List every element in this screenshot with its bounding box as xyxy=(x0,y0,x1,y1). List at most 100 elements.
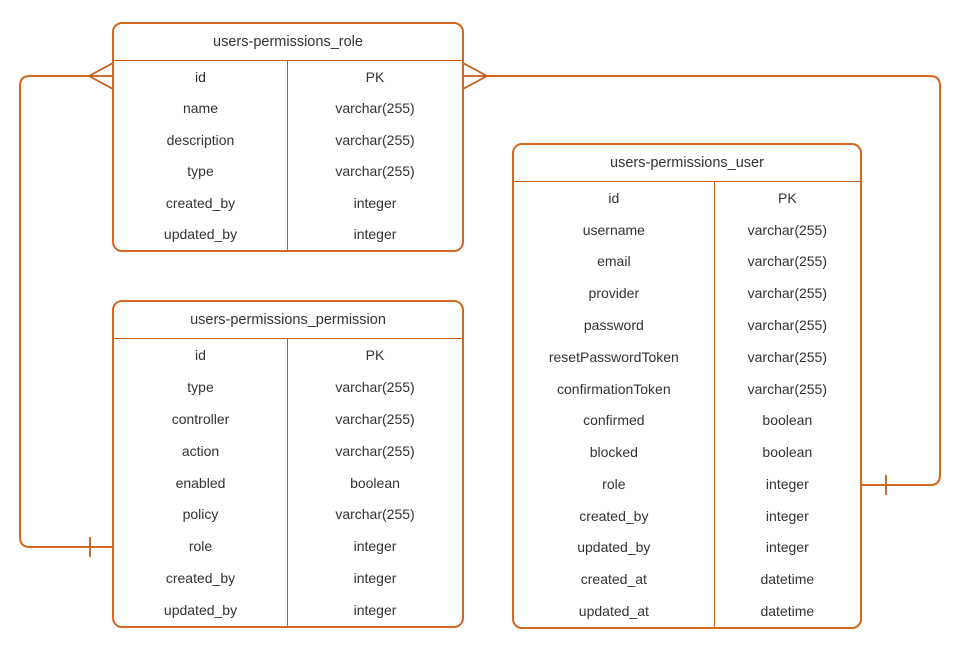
field-type: integer xyxy=(353,538,397,555)
field-type: datetime xyxy=(760,603,815,620)
field-type: integer xyxy=(353,602,397,619)
field-name: username xyxy=(514,213,715,246)
table-field-rows: id PK name varchar(255) description varchar(2… xyxy=(114,61,462,250)
table-row: created_by integer xyxy=(114,187,462,219)
field-name: id xyxy=(114,339,288,371)
table-row: blocked boolean xyxy=(514,436,860,469)
field-type: varchar(255) xyxy=(335,163,415,180)
field-name: blocked xyxy=(514,436,715,469)
field-name: name xyxy=(114,92,288,124)
table-row: id PK xyxy=(514,182,860,214)
table-row: created_by integer xyxy=(514,499,860,532)
field-name: resetPasswordToken xyxy=(514,340,715,373)
field-name: provider xyxy=(514,277,715,310)
field-type: boolean xyxy=(762,444,813,461)
table-row: confirmed boolean xyxy=(514,404,860,437)
field-name: confirmed xyxy=(514,404,715,437)
table-row: created_by integer xyxy=(114,562,462,595)
field-type: boolean xyxy=(350,474,400,491)
field-name: type xyxy=(114,370,288,403)
table-row: id PK xyxy=(114,61,462,93)
relationship-role-permission[interactable] xyxy=(19,62,114,557)
field-name: created_by xyxy=(114,187,288,219)
field-name: updated_by xyxy=(514,531,715,564)
table-title: users-permissions_user xyxy=(514,145,860,182)
field-type: integer xyxy=(353,226,397,243)
field-type: varchar(255) xyxy=(747,348,828,365)
field-type: integer xyxy=(765,539,809,556)
table-row: updated_at datetime xyxy=(514,595,860,627)
field-name: created_by xyxy=(514,499,715,532)
field-type: datetime xyxy=(760,571,815,588)
field-name: id xyxy=(114,61,288,93)
field-type: integer xyxy=(765,507,809,524)
crow-foot-many-icon xyxy=(88,62,114,77)
table-row: email varchar(255) xyxy=(514,245,860,278)
field-type: varchar(255) xyxy=(747,253,828,270)
table-row: controller varchar(255) xyxy=(114,402,462,435)
field-name: enabled xyxy=(114,466,288,499)
table-field-rows: id PK username varchar(255) email varchar(255… xyxy=(514,182,860,627)
field-name: controller xyxy=(114,402,288,435)
table-row: type varchar(255) xyxy=(114,155,462,187)
table-row: username varchar(255) xyxy=(514,213,860,246)
entity-table-users-permissions-permission[interactable]: users-permissions_permission id PK type var… xyxy=(112,300,464,628)
field-type: varchar(255) xyxy=(747,317,828,334)
field-type: integer xyxy=(765,475,809,492)
field-type: integer xyxy=(353,194,397,211)
table-row: resetPasswordToken varchar(255) xyxy=(514,340,860,373)
field-name: email xyxy=(514,245,715,278)
field-name: updated_by xyxy=(114,218,288,250)
field-name: description xyxy=(114,124,288,156)
field-name: role xyxy=(514,468,715,500)
field-type: PK xyxy=(365,346,385,363)
field-type: integer xyxy=(353,570,397,587)
entity-table-users-permissions-user[interactable]: users-permissions_user id PK username varch… xyxy=(512,143,862,629)
field-name: password xyxy=(514,309,715,341)
field-type: boolean xyxy=(762,412,813,429)
table-row: updated_by integer xyxy=(514,531,860,564)
field-name: created_at xyxy=(514,563,715,596)
field-name: role xyxy=(114,530,288,563)
field-type: PK xyxy=(365,68,385,85)
table-row: id PK xyxy=(114,339,462,371)
field-name: type xyxy=(114,155,288,187)
table-row: role integer xyxy=(514,468,860,500)
field-name: created_by xyxy=(114,562,288,595)
field-name: id xyxy=(514,182,715,214)
field-type: varchar(255) xyxy=(335,410,415,427)
field-name: action xyxy=(114,434,288,467)
table-row: confirmationToken varchar(255) xyxy=(514,372,860,405)
table-row: created_at datetime xyxy=(514,563,860,596)
field-type: varchar(255) xyxy=(335,378,415,395)
crow-foot-many-icon xyxy=(462,62,488,77)
field-type: varchar(255) xyxy=(747,380,828,397)
field-type: PK xyxy=(777,189,797,206)
table-row: name varchar(255) xyxy=(114,92,462,124)
field-name: updated_by xyxy=(114,594,288,626)
field-type: varchar(255) xyxy=(747,221,828,238)
field-name: policy xyxy=(114,498,288,531)
table-row: action varchar(255) xyxy=(114,434,462,467)
crow-foot-many-icon xyxy=(88,75,114,90)
field-type: varchar(255) xyxy=(335,442,415,459)
table-field-rows: id PK type varchar(255) controller varchar(25… xyxy=(114,339,462,626)
table-row: updated_by integer xyxy=(114,594,462,626)
table-row: description varchar(255) xyxy=(114,124,462,156)
table-row: policy varchar(255) xyxy=(114,498,462,531)
field-type: varchar(255) xyxy=(335,506,415,523)
table-title: users-permissions_permission xyxy=(114,302,462,339)
table-row: updated_by integer xyxy=(114,218,462,250)
table-row: password varchar(255) xyxy=(514,309,860,341)
table-row: role integer xyxy=(114,530,462,563)
field-name: confirmationToken xyxy=(514,372,715,405)
field-name: updated_at xyxy=(514,595,715,627)
table-row: type varchar(255) xyxy=(114,370,462,403)
field-type: varchar(255) xyxy=(335,131,415,148)
connector-line xyxy=(19,75,112,548)
field-type: varchar(255) xyxy=(335,100,415,117)
crow-foot-many-icon xyxy=(462,75,488,90)
